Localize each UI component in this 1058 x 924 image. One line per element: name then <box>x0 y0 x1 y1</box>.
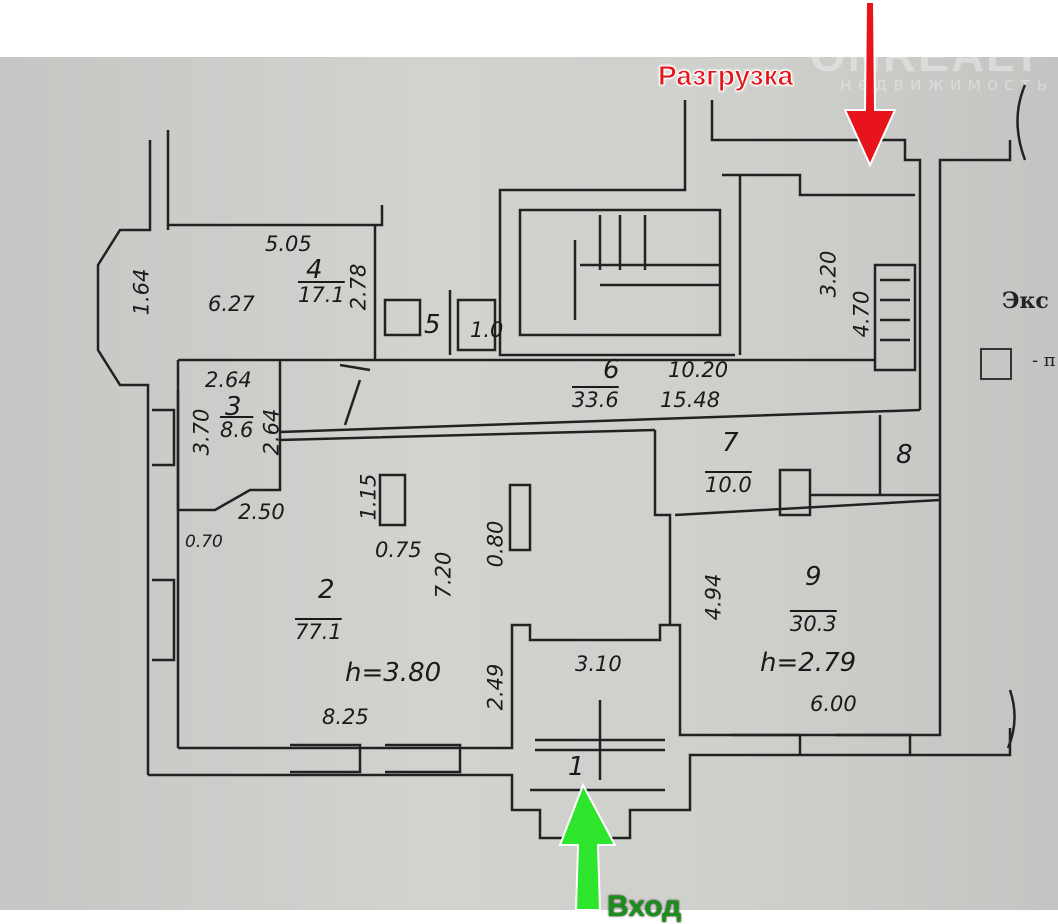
dim-label: 10.20 <box>668 358 729 382</box>
dim-label: 3.10 <box>575 652 622 676</box>
dim-label: 8.25 <box>322 705 369 729</box>
ceiling-height: h=3.80 <box>345 658 442 688</box>
room-number: 4 <box>306 255 323 285</box>
room-area: 77.1 <box>295 620 342 644</box>
floor-plan-paper <box>0 57 1058 910</box>
room-number: 6 <box>603 355 620 385</box>
entrance-label: Вход <box>607 890 682 923</box>
dim-label: 0.75 <box>375 538 422 562</box>
room-area: 30.3 <box>790 612 837 636</box>
room-area: 8.6 <box>220 418 254 442</box>
dim-label: 2.78 <box>346 263 371 311</box>
dim-label: 0.80 <box>483 520 508 568</box>
room-number: 1 <box>568 752 585 782</box>
legend-title: Экс <box>1002 288 1049 314</box>
room-number: 2 <box>318 575 335 605</box>
dim-label: 6.27 <box>208 292 255 316</box>
dim-label: 5.05 <box>265 232 312 256</box>
dim-label: 4.94 <box>701 573 726 621</box>
entrance-arrow <box>558 782 617 910</box>
dim-label: 2.64 <box>205 368 252 392</box>
room-number: 5 <box>424 310 441 340</box>
dim-label: 3.20 <box>816 250 841 298</box>
dim-label: 6.00 <box>810 692 857 716</box>
room-area: 10.0 <box>705 473 752 497</box>
watermark: ONREALT <box>810 29 1043 81</box>
dim-label: 4.70 <box>849 290 874 338</box>
room-area: 33.6 <box>572 388 619 412</box>
room-number: 7 <box>722 428 739 458</box>
dim-label: 2.50 <box>238 500 285 524</box>
dim-label: 2.49 <box>483 663 508 711</box>
dim-label: 0.70 <box>185 532 223 552</box>
room-number: 9 <box>805 562 822 592</box>
ceiling-height: h=2.79 <box>760 648 857 678</box>
dim-label: 1.15 <box>356 473 381 521</box>
dim-label: 3.70 <box>189 408 214 456</box>
dim-label: 7.20 <box>431 551 456 599</box>
dim-label: 2.64 <box>259 408 284 456</box>
room-number: 3 <box>225 392 242 422</box>
unloading-label: Разгрузка <box>657 60 794 92</box>
unloading-arrow <box>843 1 897 168</box>
room-number: 8 <box>896 440 913 470</box>
legend-square-icon <box>980 348 1012 380</box>
watermark-subtitle: недвижимость <box>840 74 1054 95</box>
room-area: 17.1 <box>298 283 345 307</box>
legend-item: - п <box>1032 350 1056 371</box>
dim-label: 15.48 <box>660 388 721 412</box>
dim-label: 1.64 <box>129 268 154 316</box>
room-area: 1.0 <box>470 318 504 342</box>
